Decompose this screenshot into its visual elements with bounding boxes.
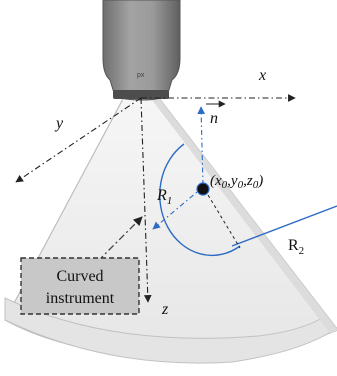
y-axis xyxy=(15,97,142,183)
contact-point-label: (x0,y0,z0) xyxy=(210,173,263,191)
r2-line xyxy=(231,205,337,247)
probe-tip xyxy=(113,90,169,99)
x-axis-label: x xyxy=(258,67,266,84)
tangent-line xyxy=(204,189,241,249)
y-axis-label: y xyxy=(54,115,64,132)
curvature-circle-r1 xyxy=(159,143,241,257)
z-axis-label: z xyxy=(161,301,169,318)
r2-label: R2 xyxy=(288,237,304,257)
instrument-label-line1: Curved xyxy=(56,268,103,285)
normal-vector xyxy=(197,100,226,186)
ultrasound-probe: px xyxy=(102,0,181,101)
curved-instrument-box: Curved instrument xyxy=(20,257,140,315)
probe-tag: px xyxy=(137,72,145,79)
instrument-pointer xyxy=(97,216,143,262)
r1-radius-line xyxy=(152,186,204,230)
contact-point-marker xyxy=(196,182,210,196)
normal-vector-label: n xyxy=(210,110,218,127)
instrument-label-line2: instrument xyxy=(46,290,115,307)
r1-label: R1 xyxy=(156,187,172,207)
ultrasound-fan xyxy=(4,96,337,364)
